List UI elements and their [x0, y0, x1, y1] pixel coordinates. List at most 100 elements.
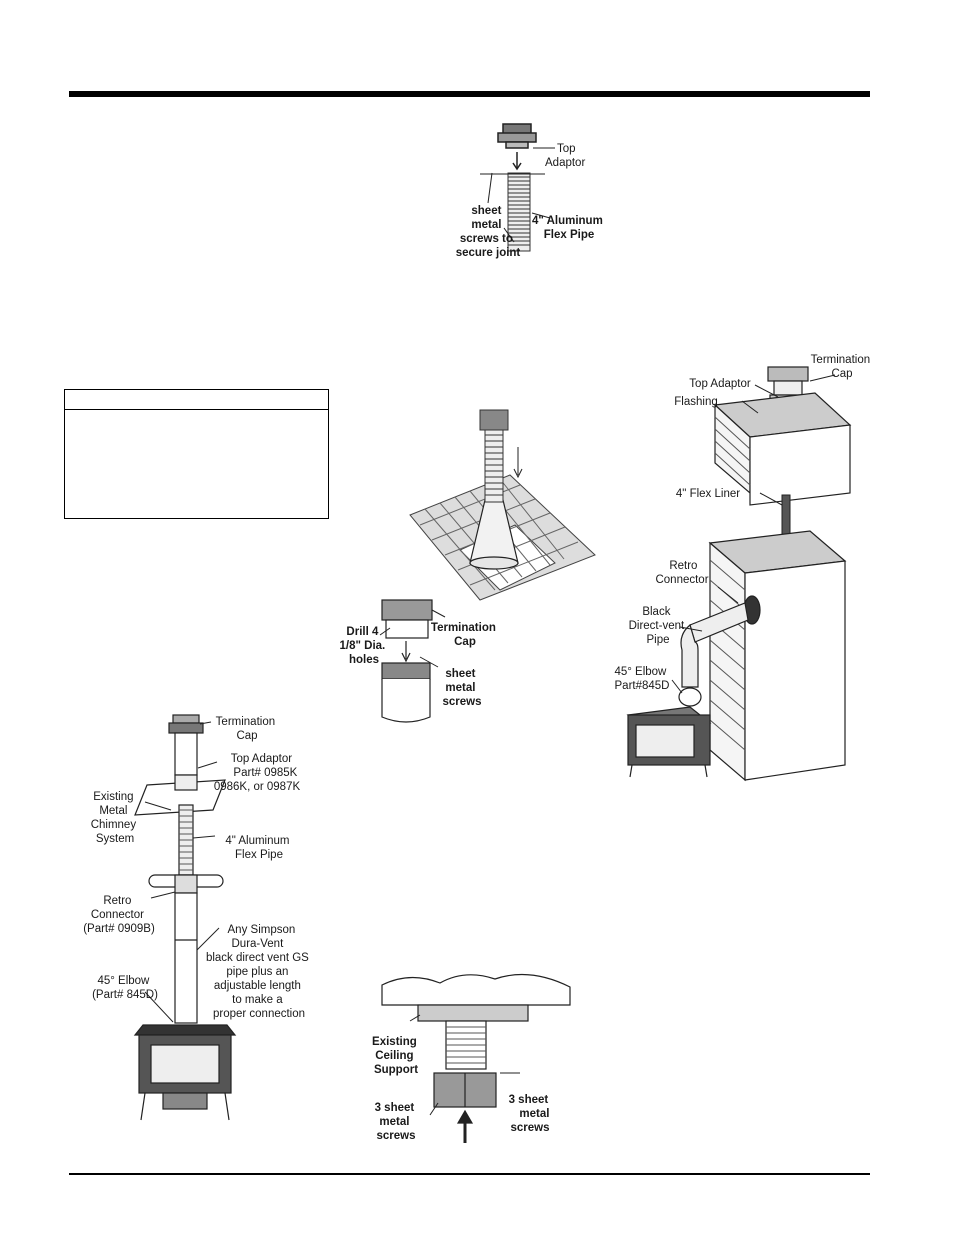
figure-roof-termination-cap: Termination Cap Drill 4 1/8" Dia. holes …	[340, 405, 600, 730]
svg-text:3 sheet metal scre: 3 sheet metal screws	[375, 1102, 418, 1142]
label-retro-1: Retro	[103, 895, 131, 907]
label-simpson-4: pipe plus an	[226, 966, 288, 978]
roof-flex-pipe	[479, 409, 523, 503]
svg-text:3 sheet metal scre: 3 sheet metal screws	[509, 1094, 553, 1134]
label-top-adaptor-1: Top	[557, 143, 576, 155]
label-black-pipe-3: Pipe	[646, 634, 669, 646]
label-flex-pipe-2: Flex Pipe	[544, 229, 595, 241]
note-box-header	[65, 390, 328, 410]
label-top-adaptor-2: Adaptor	[545, 157, 585, 169]
label-top-adaptor-2: Part# 0985K	[233, 767, 297, 779]
label-drill-2: 1/8" Dia.	[340, 640, 386, 652]
label-left-screws-2: metal	[379, 1116, 409, 1128]
fig2-leaders	[379, 609, 446, 668]
label-existing-1: Existing	[93, 791, 133, 803]
label-right-screws-3: screws	[510, 1122, 549, 1134]
label-existing-3: Chimney	[91, 819, 137, 831]
label-elbow-1: 45° Elbow	[97, 975, 150, 987]
figure-ceiling-support: Existing Ceiling Support 3 sheet metal s…	[370, 965, 575, 1145]
label-simpson-1: Any Simpson	[228, 924, 296, 936]
figure-masonry-chimney: Termination Cap Top Adaptor Flashing 4" …	[610, 345, 875, 785]
svg-text:Any Simpson Dura-Vent: Any Simpson Dura-Vent black direct vent …	[206, 924, 312, 1020]
label-black-pipe-2: Direct-vent	[629, 620, 685, 632]
label-sheet-metal-2: metal	[471, 219, 501, 231]
label-right-screws-2: metal	[519, 1108, 549, 1120]
svg-text:45° Elbow (Part# 845D): 45° Elbow (Part# 845D)	[92, 975, 158, 1001]
label-screws-2: metal	[445, 682, 475, 694]
fig3-leaders	[671, 374, 836, 694]
svg-text:Top Adaptor: Top Adaptor	[545, 143, 585, 169]
label-retro-2: Connector	[91, 909, 144, 921]
svg-text:Top Adaptor Part# 0985K: Top Adaptor Part# 0985K 0986K, or 0987K	[214, 753, 301, 793]
label-simpson-3: black direct vent GS	[206, 952, 309, 964]
svg-text:4" Aluminum Flex Pipe: 4" Aluminum Flex Pipe	[225, 835, 292, 861]
svg-text:Drill 4 1/8" Dia.: Drill 4 1/8" Dia. holes	[340, 626, 389, 666]
label-flex-pipe-1: 4" Aluminum	[225, 835, 289, 847]
retro-connector-pipe	[678, 595, 761, 707]
label-termination-cap-1: Termination	[431, 622, 496, 634]
svg-text:Existing Metal Chi: Existing Metal Chimney System	[91, 791, 140, 845]
label-termination-cap-2: Cap	[454, 636, 476, 648]
label-top-adaptor: Top Adaptor	[689, 378, 751, 390]
label-termination-cap-1: Termination	[216, 716, 275, 728]
svg-text:Termination Cap: Termination Cap	[431, 622, 499, 648]
cone-flashing	[469, 499, 519, 570]
label-elbow-2: Part#845D	[615, 680, 670, 692]
label-simpson-5: adjustable length	[214, 980, 301, 992]
label-simpson-6: to make a	[232, 994, 283, 1006]
figure-top-adaptor-flex-pipe: Top Adaptor sheet metal screws to secure…	[440, 118, 620, 268]
flex-pipe-drawing	[480, 172, 545, 252]
svg-text:Retro Connector (P: Retro Connector (Part# 0909B)	[83, 895, 155, 935]
ceiling-drawing	[381, 973, 571, 1143]
label-retro-2: Connector	[655, 574, 708, 586]
label-drill-3: holes	[349, 654, 379, 666]
label-screws-3: screws	[442, 696, 481, 708]
label-top-adaptor-3: 0986K, or 0987K	[214, 781, 301, 793]
svg-text:Black Direct-vent: Black Direct-vent Pipe	[629, 606, 688, 646]
lower-chimney	[708, 530, 847, 782]
header-rule	[69, 91, 870, 97]
svg-text:Existing Ceiling S: Existing Ceiling Support	[372, 1036, 420, 1076]
label-simpson-7: proper connection	[213, 1008, 305, 1020]
label-sheet-metal-3: screws to	[460, 233, 513, 245]
svg-text:sheet metal screws: sheet metal screws to secure joint	[456, 205, 521, 259]
leader-lines	[487, 147, 555, 243]
label-existing-4: System	[96, 833, 134, 845]
label-ceiling-3: Support	[374, 1064, 418, 1076]
fig4-leaders	[144, 721, 220, 1023]
termination-cap-detail	[381, 599, 433, 723]
label-left-screws-3: screws	[376, 1130, 415, 1142]
svg-text:sheet metal screws: sheet metal screws	[442, 668, 481, 708]
label-simpson-2: Dura-Vent	[232, 938, 285, 950]
label-elbow-1: 45° Elbow	[614, 666, 667, 678]
termination-cap-left	[168, 714, 204, 734]
label-sheet-metal-1: sheet	[471, 205, 501, 217]
label-flex-pipe-2: Flex Pipe	[235, 849, 283, 861]
svg-text:45° Elbow Part#845D: 45° Elbow Part#845D	[614, 666, 669, 692]
label-ceiling-1: Existing	[372, 1036, 417, 1048]
label-flashing: Flashing	[674, 396, 717, 408]
label-retro-3: (Part# 0909B)	[83, 923, 155, 935]
stove-left	[133, 1024, 237, 1121]
flex-pipe-ribs	[508, 176, 530, 246]
stove-right	[626, 706, 712, 778]
label-left-screws-1: 3 sheet	[375, 1102, 415, 1114]
label-sheet-metal-4: secure joint	[456, 247, 521, 259]
label-black-pipe-1: Black	[642, 606, 670, 618]
label-screws-1: sheet	[445, 668, 475, 680]
label-elbow-2: (Part# 845D)	[92, 989, 158, 1001]
label-ceiling-2: Ceiling	[375, 1050, 413, 1062]
fig5-leaders	[409, 1014, 520, 1116]
label-termination-cap-1: Termination	[811, 354, 870, 366]
note-box	[64, 389, 329, 519]
label-termination-cap-2: Cap	[831, 368, 852, 380]
svg-text:Retro Connector: Retro Connector	[655, 560, 708, 586]
svg-text:4" Aluminum Flex Pipe: 4" Aluminum Flex Pipe	[532, 215, 606, 241]
svg-text:Termination Cap: Termination Cap	[811, 354, 874, 380]
label-existing-2: Metal	[99, 805, 127, 817]
label-top-adaptor-1: Top Adaptor	[231, 753, 293, 765]
label-right-screws-1: 3 sheet	[509, 1094, 549, 1106]
label-termination-cap-2: Cap	[236, 730, 257, 742]
label-flex-pipe-1: 4" Aluminum	[532, 215, 603, 227]
top-adaptor-drawing	[497, 123, 537, 171]
